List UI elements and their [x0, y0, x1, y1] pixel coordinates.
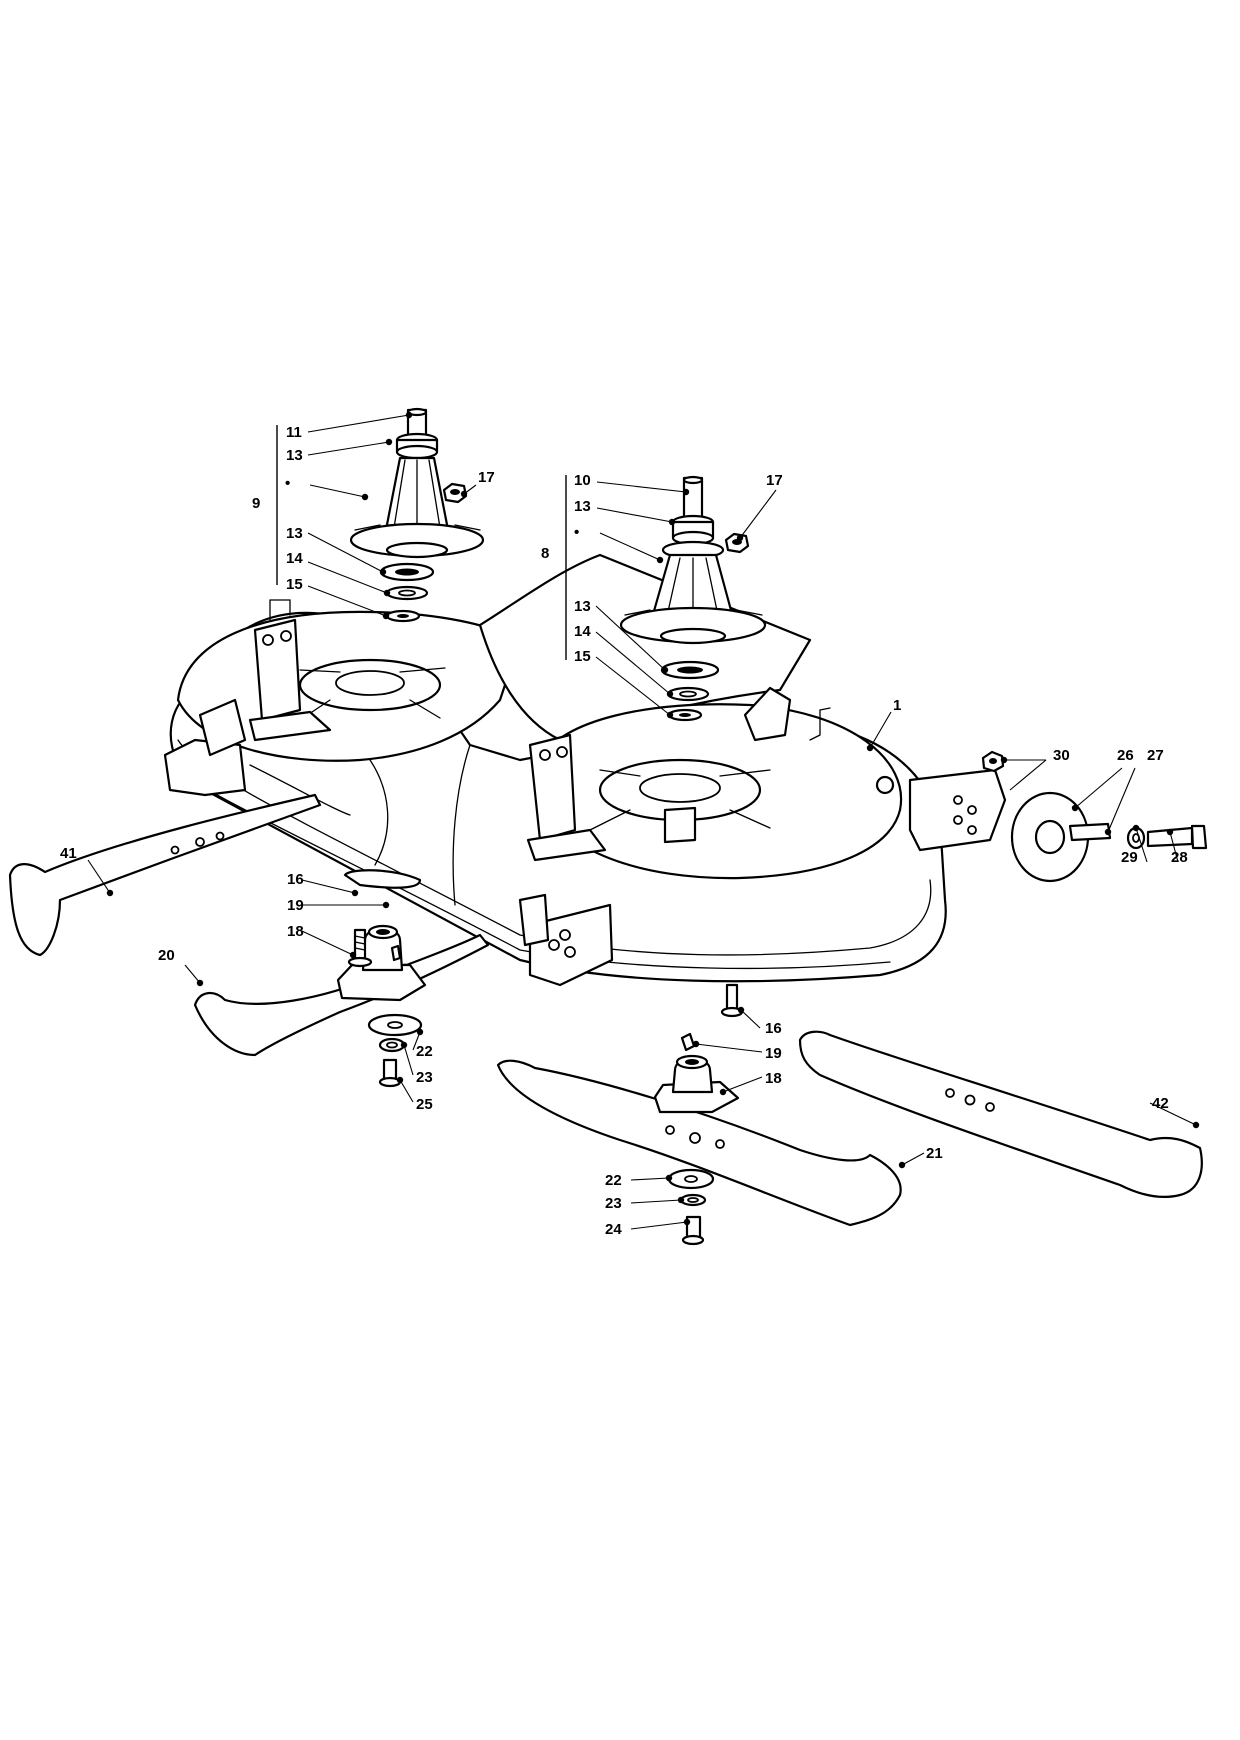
callout-23: 23: [605, 1195, 622, 1212]
callout-18: 18: [287, 923, 304, 940]
callout-42: 42: [1152, 1095, 1169, 1112]
callout-19: 19: [287, 897, 304, 914]
blade-42: [798, 1030, 1203, 1199]
callout-30: 30: [1053, 747, 1070, 764]
deck-wheel-assembly: [981, 750, 1208, 883]
callout-14: 14: [286, 550, 303, 567]
callout-17: 17: [478, 469, 495, 486]
spindle-assembly-right: [619, 475, 767, 645]
cutting-deck: [163, 553, 1007, 987]
callout-13: 13: [574, 598, 591, 615]
callout-27: 27: [1147, 747, 1164, 764]
callout-21: 21: [926, 1145, 943, 1162]
callout-18: 18: [765, 1070, 782, 1087]
callout-19: 19: [765, 1045, 782, 1062]
callout-20: 20: [158, 947, 175, 964]
callout-22: 22: [605, 1172, 622, 1189]
blade-21: [496, 1059, 902, 1227]
callout-16: 16: [765, 1020, 782, 1037]
callout-25: 25: [416, 1096, 433, 1113]
callout-26: 26: [1117, 747, 1134, 764]
callout-23: 23: [416, 1069, 433, 1086]
callout-14: 14: [574, 623, 591, 640]
callout-10: 10: [574, 472, 591, 489]
callout-13: 13: [286, 525, 303, 542]
callout-13: 13: [286, 447, 303, 464]
callout-17: 17: [766, 472, 783, 489]
callout-22: 22: [416, 1043, 433, 1060]
callout-16: 16: [287, 871, 304, 888]
callout-bullet: •: [285, 475, 290, 492]
callout-11: 11: [286, 424, 302, 441]
spindle-assembly-left: [349, 407, 485, 559]
blade-41: [8, 793, 322, 957]
callout-29: 29: [1121, 849, 1138, 866]
washer-stack-right: [667, 1168, 715, 1246]
callout-28: 28: [1171, 849, 1188, 866]
callout-1: 1: [893, 697, 901, 714]
callout-15: 15: [286, 576, 303, 593]
nut-right: [724, 532, 750, 554]
callout-8: 8: [541, 545, 549, 562]
blade-hub-left: [336, 924, 427, 1002]
callout-9: 9: [252, 495, 260, 512]
bolt-16-left: [347, 928, 373, 968]
key-19-right: [680, 1032, 696, 1052]
key-19-left: [390, 944, 402, 962]
callout-labels: 11 13 • 9 13 14 15 17 10 13 • 8 17 13 14…: [60, 424, 1188, 1238]
callout-13: 13: [574, 498, 591, 515]
callout-41: 41: [60, 845, 77, 862]
callout-15: 15: [574, 648, 591, 665]
washer-stack-left: [367, 1013, 423, 1088]
blade-hub-right: [653, 1054, 740, 1114]
leader-lines: [87, 411, 1200, 1230]
callout-bullet: •: [574, 524, 579, 541]
callout-24: 24: [605, 1221, 622, 1238]
